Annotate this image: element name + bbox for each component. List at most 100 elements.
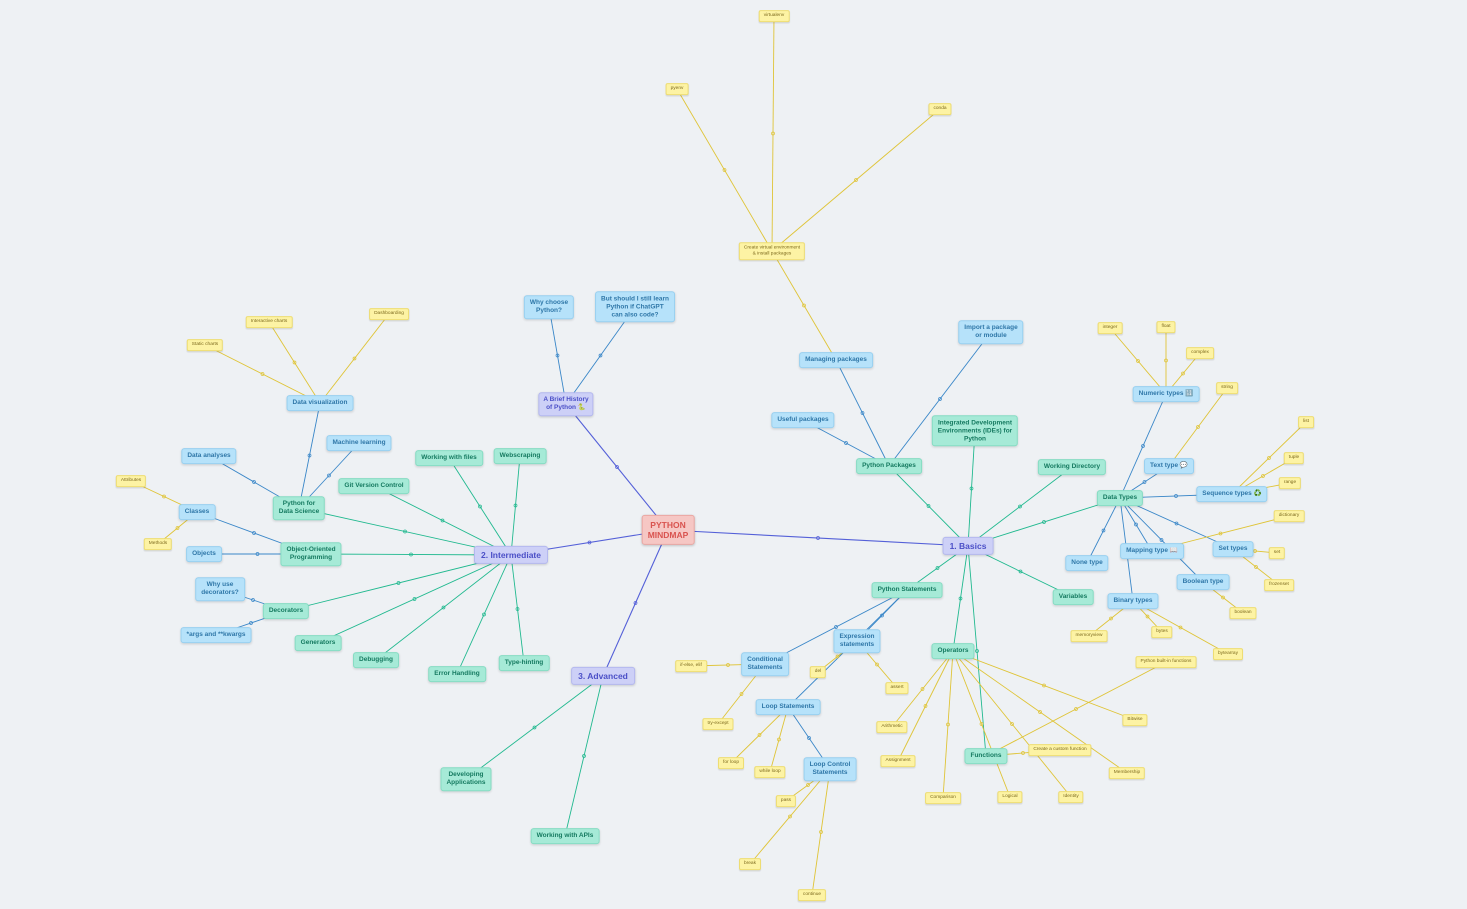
connector-numeric-types-integer [1109,327,1167,395]
type-hinting-node[interactable]: Type-hinting [498,655,550,671]
binary-types-node[interactable]: Binary types [1107,593,1159,609]
connector-python-packages-import-package [888,331,992,467]
boolean-node[interactable]: boolean [1229,607,1257,619]
text-type-node[interactable]: Text type 💬 [1144,458,1194,474]
data-visualization-node[interactable]: Data visualization [286,395,354,411]
connector-midpoint [975,649,979,653]
dictionary-node[interactable]: dictionary [1273,510,1305,522]
try-except-node[interactable]: try-except [702,718,734,730]
chatgpt-question-node[interactable]: But should I still learn Python if ChatG… [595,291,675,323]
webscraping-node[interactable]: Webscraping [493,448,547,464]
why-decorators-node[interactable]: Why use decorators? [195,577,245,601]
objects-node[interactable]: Objects [186,546,222,562]
oop-node[interactable]: Object-Oriented Programming [280,542,342,566]
arithmetic-node[interactable]: Arithmetic [876,721,908,733]
data-types-node[interactable]: Data Types [1096,490,1144,506]
for-loop-node[interactable]: for loop [718,757,744,769]
static-charts-node[interactable]: Static charts [186,339,224,351]
loop-statements-node[interactable]: Loop Statements [755,699,821,715]
connector-history-why-choose-python [548,306,567,405]
root-node[interactable]: PYTHON MINDMAP [641,514,695,546]
python-packages-node[interactable]: Python Packages [856,458,922,474]
connector-midpoint [1174,521,1179,526]
generators-node[interactable]: Generators [294,635,342,651]
conda-node[interactable]: conda [928,103,952,115]
frozenset-node[interactable]: frozenset [1264,579,1294,591]
set-node[interactable]: set [1268,547,1286,559]
virtualenv-node[interactable]: virtualenv [758,10,790,22]
git-version-control-node[interactable]: Git Version Control [338,478,410,494]
working-with-apis-node[interactable]: Working with APIs [530,828,600,844]
complex-node[interactable]: complex [1186,347,1214,359]
developing-applications-node[interactable]: Developing Applications [440,767,492,791]
pass-node[interactable]: pass [775,795,797,807]
connector-root-advanced [602,529,669,677]
python-statements-node[interactable]: Python Statements [871,582,943,598]
connector-midpoint [1178,625,1183,630]
operators-node[interactable]: Operators [931,643,975,659]
attributes-node[interactable]: Attributes [115,475,147,487]
identity-node[interactable]: Identity [1058,791,1084,803]
error-handling-node[interactable]: Error Handling [428,666,486,682]
machine-learning-node[interactable]: Machine learning [326,435,392,451]
interactive-charts-node[interactable]: Interactive charts [245,316,293,328]
pyenv-node[interactable]: pyenv [665,83,689,95]
python-data-science-node[interactable]: Python for Data Science [272,496,326,520]
connector-midpoint [1074,707,1078,711]
string-node[interactable]: string [1216,382,1238,394]
mapping-type-node[interactable]: Mapping type 📖 [1120,543,1184,559]
range-node[interactable]: range [1278,477,1302,489]
continue-node[interactable]: continue [797,889,827,901]
membership-node[interactable]: Membership [1108,767,1146,779]
variables-node[interactable]: Variables [1052,589,1094,605]
advanced-node[interactable]: 3. Advanced [571,666,635,686]
conditional-statements-node[interactable]: Conditional Statements [741,652,789,676]
sequence-types-node[interactable]: Sequence types ♻️ [1196,486,1268,502]
decorators-node[interactable]: Decorators [262,603,310,619]
working-directory-node[interactable]: Working Directory [1037,459,1107,475]
if-else-node[interactable]: if-else, elif [675,660,707,672]
del-node[interactable]: del [809,666,827,678]
create-venv-node[interactable]: Create virtual environment & install pac… [738,242,806,260]
debugging-node[interactable]: Debugging [353,652,399,668]
boolean-type-node[interactable]: Boolean type [1176,574,1230,590]
ides-node[interactable]: Integrated Development Environments (IDE… [931,415,1019,447]
bytearray-node[interactable]: bytearray [1213,648,1243,660]
dashboarding-node[interactable]: Dashboarding [369,308,409,320]
integer-node[interactable]: integer [1097,322,1123,334]
bitwise-node[interactable]: Bitwise [1122,714,1148,726]
loop-control-node[interactable]: Loop Control Statements [803,757,857,781]
connector-midpoint [1010,722,1014,726]
set-types-node[interactable]: Set types [1212,541,1254,557]
builtin-functions-node[interactable]: Python built-in functions [1135,656,1197,668]
useful-packages-node[interactable]: Useful packages [771,412,835,428]
assignment-node[interactable]: Assignment [880,755,916,767]
data-analyses-node[interactable]: Data analyses [181,448,237,464]
managing-packages-node[interactable]: Managing packages [799,352,873,368]
working-with-files-node[interactable]: Working with files [415,450,483,466]
logical-node[interactable]: Logical [997,791,1023,803]
import-package-node[interactable]: Import a package or module [958,320,1024,344]
args-kwargs-node[interactable]: *args and **kwargs [180,627,252,643]
functions-node[interactable]: Functions [964,748,1008,764]
while-loop-node[interactable]: while loop [754,766,786,778]
why-choose-python-node[interactable]: Why choose Python? [523,295,575,319]
tuple-node[interactable]: tuple [1283,452,1305,464]
history-node[interactable]: A Brief History of Python 🐍 [538,392,594,416]
memoryview-node[interactable]: memoryview [1070,630,1108,642]
intermediate-node[interactable]: 2. Intermediate [474,545,548,565]
expression-statements-node[interactable]: Expression statements [833,629,881,653]
bytes-node[interactable]: bytes [1151,626,1173,638]
classes-node[interactable]: Classes [178,504,216,520]
none-type-node[interactable]: None type [1065,555,1109,571]
numeric-types-node[interactable]: Numeric types 🔢 [1132,386,1200,402]
float-node[interactable]: float [1156,321,1176,333]
methods-node[interactable]: Methods [143,538,173,550]
assert-node[interactable]: assert [885,682,909,694]
list-node[interactable]: list [1298,416,1314,428]
comparison-node[interactable]: Comparison [925,792,961,804]
basics-node[interactable]: 1. Basics [942,536,994,556]
custom-function-node[interactable]: Create a custom function [1028,744,1092,756]
break-node[interactable]: break [739,858,761,870]
